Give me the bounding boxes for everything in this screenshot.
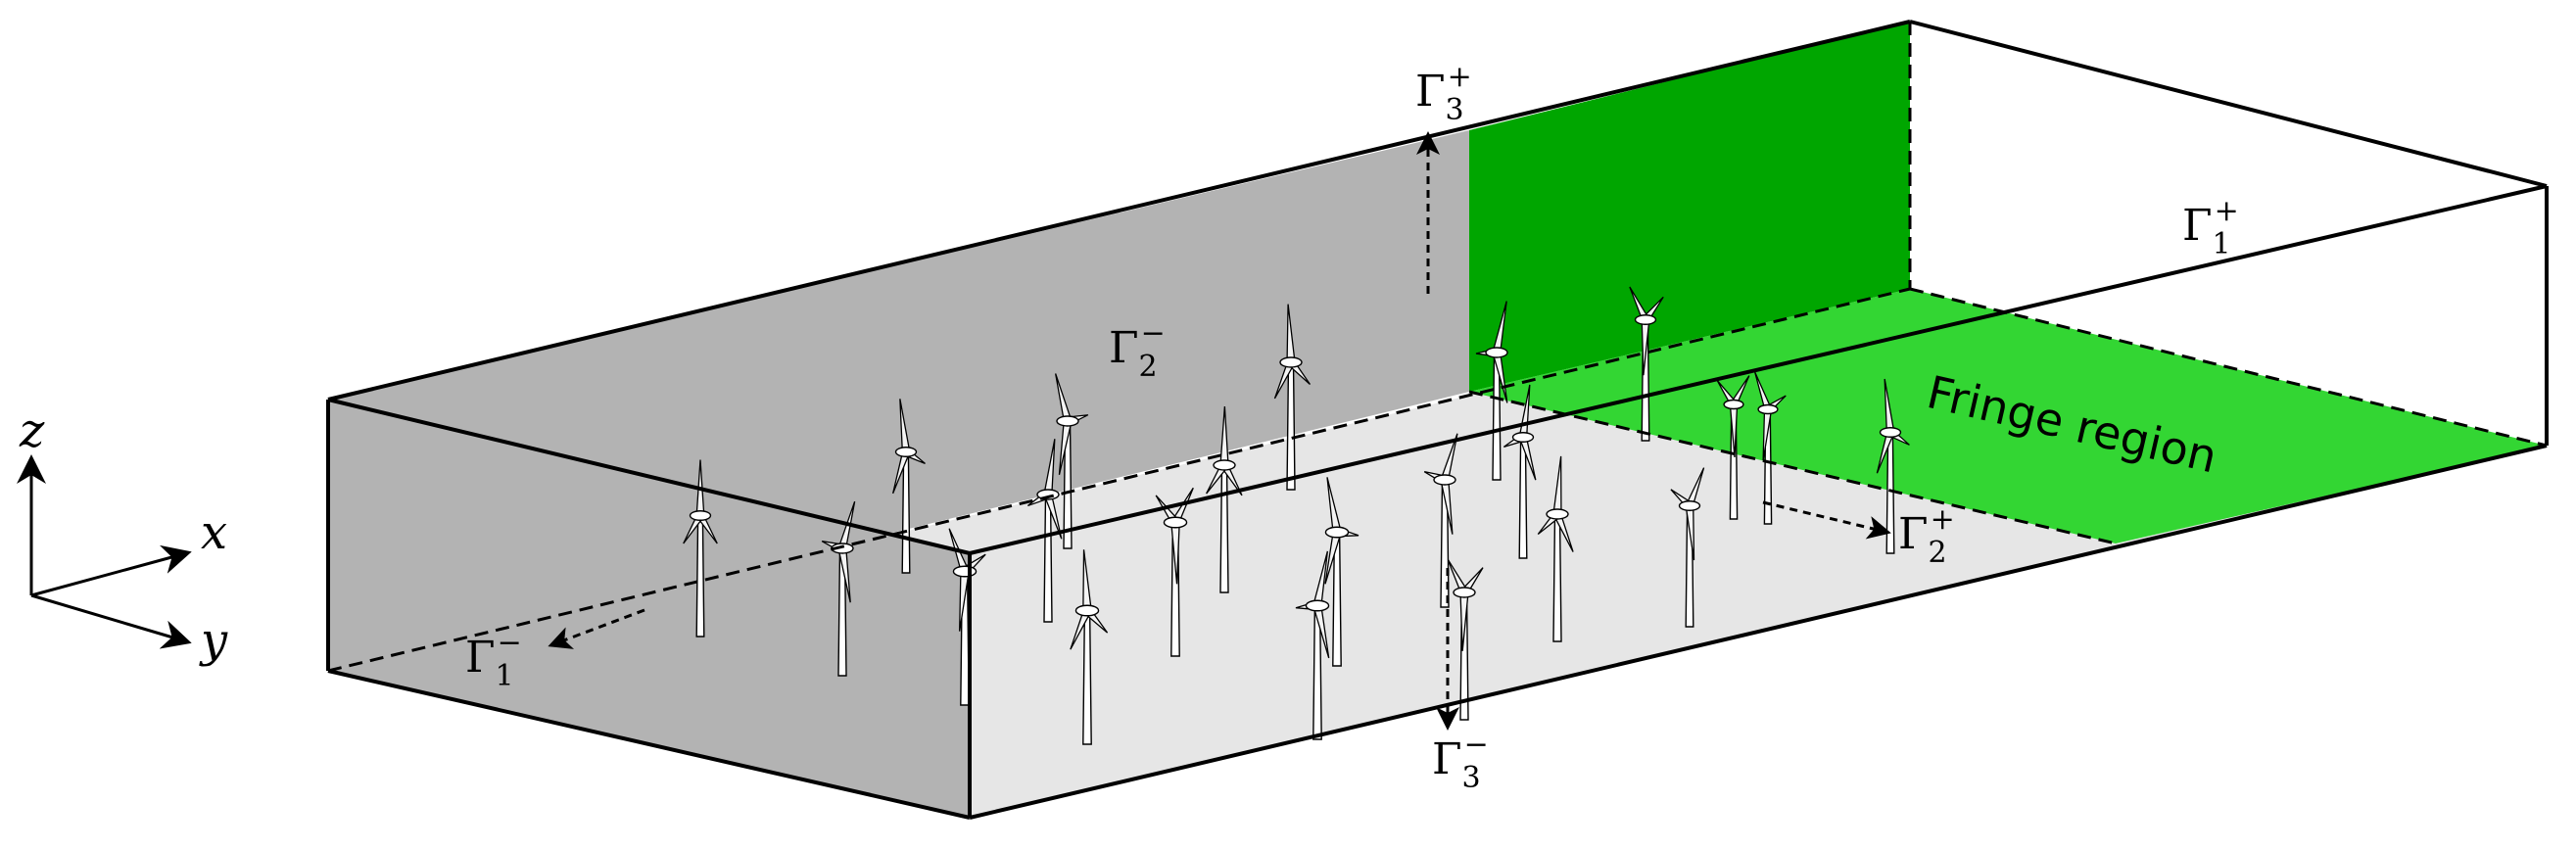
coordinate-axes: z x y <box>17 403 228 668</box>
wind-turbine <box>1295 550 1330 740</box>
edge-top-front <box>969 184 2548 555</box>
fringe-wall-face <box>1469 22 1910 392</box>
wind-turbine <box>1206 405 1243 593</box>
wind-turbine <box>1324 477 1360 667</box>
wind-turbine <box>1670 467 1705 628</box>
edge-top-outlet <box>1909 20 2548 188</box>
edge-top-back <box>327 20 1911 401</box>
wind-turbine <box>1876 378 1910 554</box>
edge-bottom-front <box>969 444 2548 820</box>
wind-turbine <box>1537 455 1574 642</box>
wind-turbine <box>1273 304 1312 491</box>
edge-top-inlet <box>327 398 971 555</box>
wind-turbine <box>1155 487 1194 657</box>
wind-turbine <box>1423 433 1458 608</box>
z-axis-label: z <box>19 403 45 458</box>
fringe-floor-face <box>1469 289 2547 543</box>
edge-hidden-bottom-outlet <box>1909 287 2548 448</box>
turbine-array <box>683 286 1910 745</box>
x-axis-arrow <box>30 544 192 597</box>
wind-turbine <box>1629 286 1664 442</box>
wind-turbine <box>1475 301 1508 481</box>
gamma1-plus-label: Γ1+ <box>2182 194 2239 261</box>
gamma3-plus-label: Γ3+ <box>1415 60 1472 127</box>
wind-turbine <box>892 399 926 574</box>
edge-bottom-inlet <box>327 669 971 820</box>
domain-edges <box>326 20 2549 820</box>
domain-faces <box>328 22 2547 818</box>
wind-turbine <box>1447 558 1484 721</box>
wind-turbine <box>1070 549 1109 745</box>
wind-turbine <box>1754 371 1787 525</box>
x-axis-label: x <box>201 505 227 560</box>
wind-turbine <box>1055 373 1089 549</box>
wind-turbine <box>821 500 856 677</box>
gamma2-plus-label: Γ2+ <box>1898 502 1955 570</box>
inlet-face <box>328 400 970 818</box>
y-axis-arrow <box>30 593 192 649</box>
gamma3-minus-label: Γ3− <box>1432 728 1489 795</box>
gamma1-minus-arrow <box>548 608 645 649</box>
wind-turbine <box>683 459 718 638</box>
boundary-arrows <box>548 131 1891 731</box>
y-axis-label: y <box>199 613 228 668</box>
fringe-boundary-line <box>1468 390 2117 545</box>
gamma2-minus-label: Γ2− <box>1109 316 1166 384</box>
edge-hidden-bottom-back <box>327 287 1911 673</box>
wind-turbine <box>1716 375 1750 520</box>
gamma2-plus-arrow <box>1762 500 1891 540</box>
gamma1-minus-label: Γ1− <box>465 626 522 693</box>
